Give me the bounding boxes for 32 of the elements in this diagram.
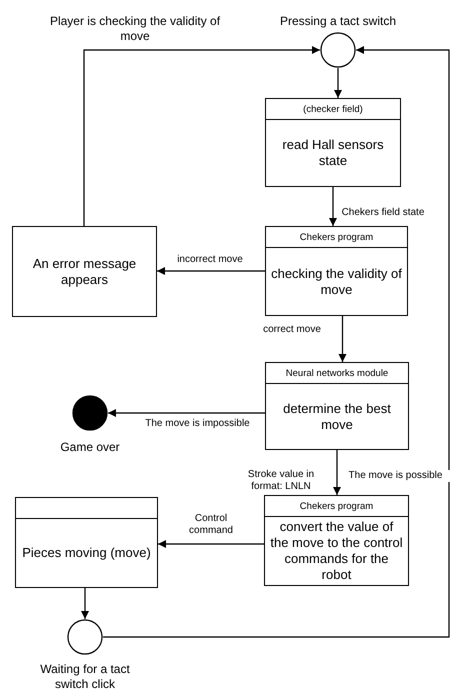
box-text: Pieces moving (move) <box>22 545 151 561</box>
box-header: (checker field) <box>303 104 363 114</box>
arrow <box>329 187 337 226</box>
box-text: read Hall sensors state <box>281 137 385 169</box>
swimlane-box <box>264 495 409 586</box>
swimlane-box <box>265 226 408 316</box>
swimlane-box <box>265 98 401 187</box>
box-header: Neural networks module <box>286 368 388 378</box>
box-text: checking the validity of move <box>270 266 403 298</box>
swimlane-box <box>15 497 158 588</box>
arrow <box>333 450 341 495</box>
arrow <box>338 316 346 362</box>
node-caption: Game over <box>59 440 121 455</box>
state-circle <box>320 32 356 68</box>
arrow <box>157 267 265 275</box>
box-text: An error message appears <box>32 256 138 288</box>
arrow <box>158 540 264 548</box>
node-caption: Pressing a tact switch <box>278 14 398 29</box>
box-header: Chekers program <box>300 500 374 512</box>
arrow <box>83 46 320 226</box>
swimlane-box <box>265 362 409 450</box>
arrow <box>334 68 342 98</box>
box-text: convert the value of the move to the control commands for the robot <box>269 519 404 583</box>
arrow <box>103 46 450 638</box>
process-box <box>12 226 157 317</box>
end-dot <box>72 395 108 431</box>
state-circle <box>67 619 103 655</box>
node-caption: Waiting for a tact switch click <box>39 662 131 692</box>
box-text: determine the best move <box>282 400 392 432</box>
arrow <box>108 409 265 417</box>
box-header: Chekers program <box>300 232 374 242</box>
arrow <box>81 588 89 619</box>
